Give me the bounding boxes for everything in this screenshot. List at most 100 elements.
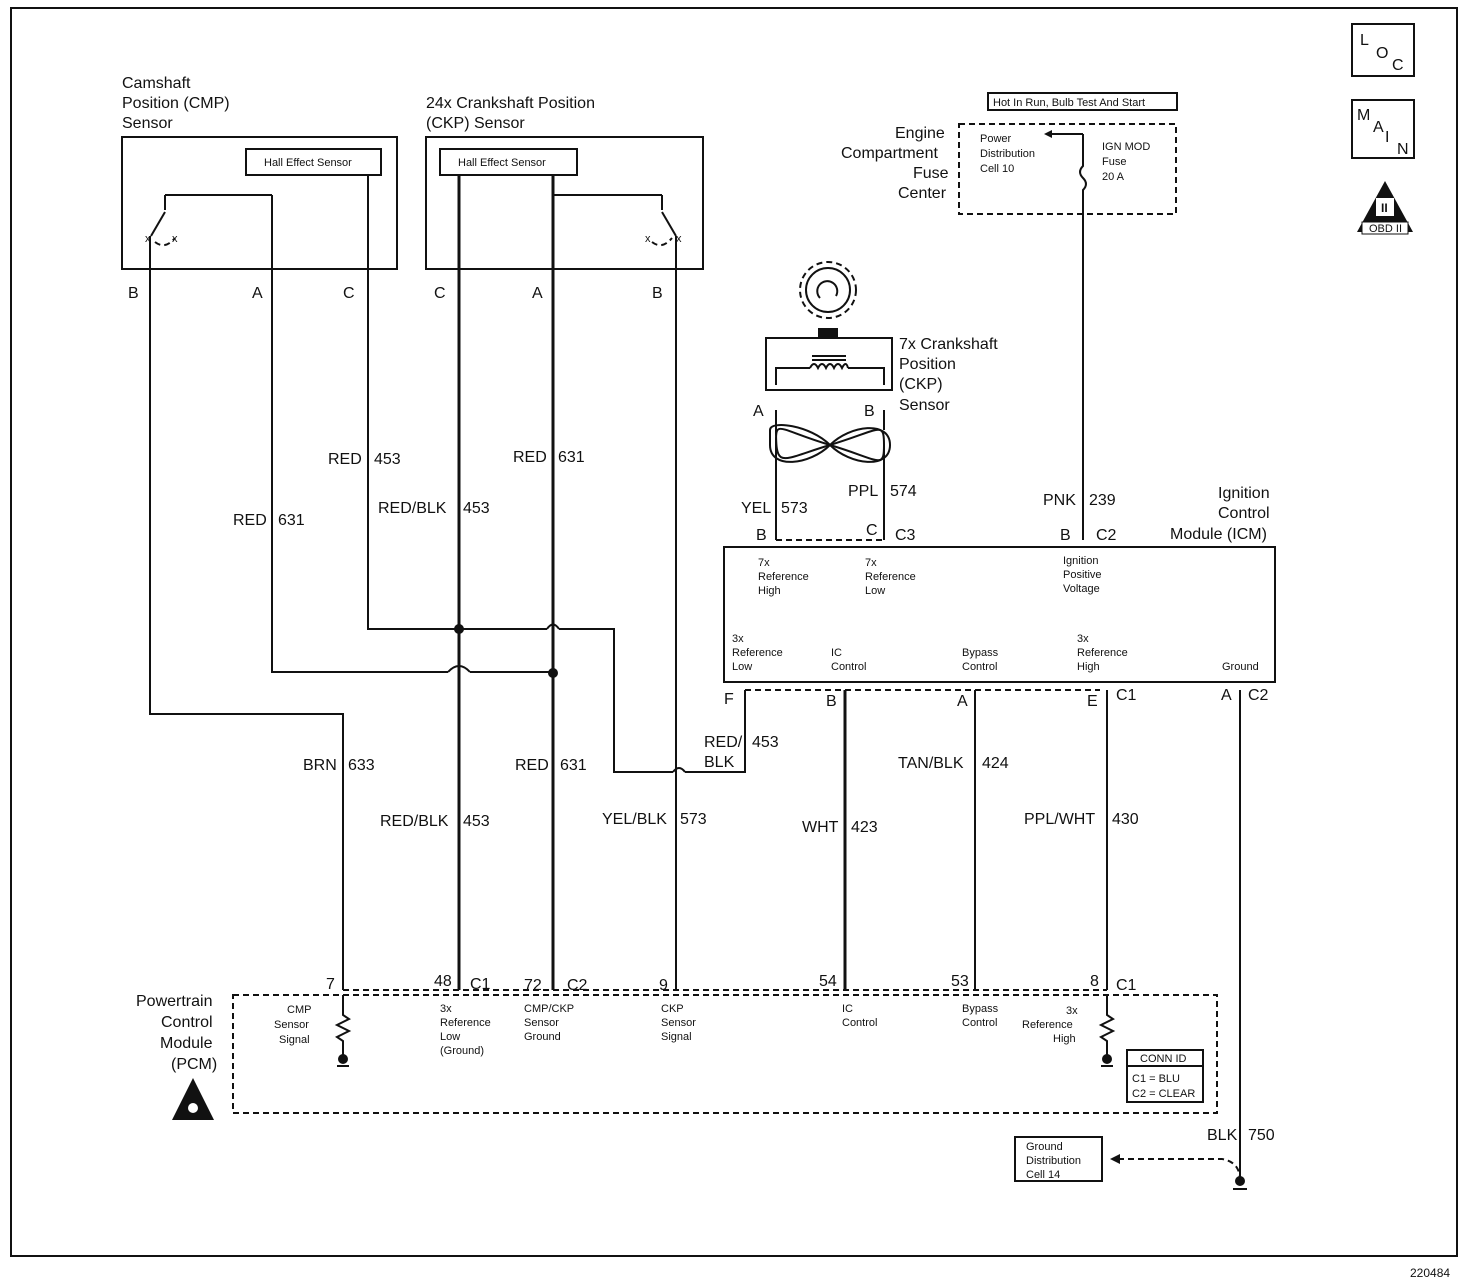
svg-text:B: B [756,527,767,544]
svg-text:Ignition: Ignition [1063,555,1098,567]
svg-text:Low: Low [440,1031,460,1043]
svg-text:(PCM): (PCM) [171,1056,217,1073]
svg-text:L: L [1360,32,1369,49]
obd-badge-icon: II OBD II [1357,181,1413,235]
svg-text:YEL: YEL [741,500,771,517]
svg-text:RED/: RED/ [704,734,743,751]
svg-text:430: 430 [1112,811,1139,828]
svg-text:(CKP): (CKP) [899,376,943,393]
svg-text:High: High [758,585,781,597]
svg-text:C: C [343,285,355,302]
svg-text:RED: RED [328,451,362,468]
svg-text:BLK: BLK [1207,1127,1238,1144]
svg-text:Ground: Ground [1026,1141,1063,1153]
svg-text:7: 7 [326,976,335,993]
svg-text:CMP/CKP: CMP/CKP [524,1003,574,1015]
svg-text:Position: Position [899,356,956,373]
svg-text:B: B [652,285,663,302]
svg-text:Bypass: Bypass [962,647,999,659]
svg-text:Positive: Positive [1063,569,1102,581]
svg-text:3x: 3x [1077,633,1089,645]
svg-text:Reference: Reference [758,571,809,583]
sensor-pins: B A C C A B [128,285,663,302]
svg-text:574: 574 [890,483,917,500]
svg-text:C3: C3 [895,527,916,544]
svg-text:7x: 7x [758,557,770,569]
svg-text:423: 423 [851,819,878,836]
svg-text:Low: Low [865,585,885,597]
svg-text:Distribution: Distribution [1026,1155,1081,1167]
svg-text:A: A [532,285,543,302]
svg-text:CKP: CKP [661,1003,684,1015]
svg-text:CMP: CMP [287,1004,311,1016]
svg-text:631: 631 [278,512,305,529]
svg-text:C: C [434,285,446,302]
svg-text:Sensor: Sensor [122,115,173,132]
svg-text:A: A [753,403,764,420]
svg-text:YEL/BLK: YEL/BLK [602,811,667,828]
svg-text:PNK: PNK [1043,492,1076,509]
icm-module: Ignition Control Module (ICM) B C C3 B C… [723,485,1276,710]
svg-text:3x: 3x [1066,1005,1078,1017]
sensor-wires [149,175,746,990]
svg-text:Fuse: Fuse [913,165,949,182]
svg-text:48: 48 [434,973,452,990]
svg-text:IC: IC [831,647,842,659]
svg-text:Power: Power [980,133,1012,145]
svg-text:E: E [1087,693,1098,710]
svg-text:Reference: Reference [1077,647,1128,659]
svg-text:C: C [1392,57,1404,74]
svg-text:Hall Effect Sensor: Hall Effect Sensor [458,157,546,169]
figure-id: 220484 [1410,1266,1450,1280]
svg-text:Bypass: Bypass [962,1003,999,1015]
svg-text:PPL/WHT: PPL/WHT [1024,811,1095,828]
svg-text:Control: Control [842,1017,877,1029]
svg-text:IGN MOD: IGN MOD [1102,141,1150,153]
svg-text:(Ground): (Ground) [440,1045,484,1057]
svg-text:A: A [957,693,968,710]
svg-text:Control: Control [962,661,997,673]
svg-text:Fuse: Fuse [1102,156,1126,168]
svg-text:53: 53 [951,973,969,990]
svg-text:573: 573 [781,500,808,517]
svg-text:Sensor: Sensor [899,397,950,414]
svg-text:453: 453 [463,813,490,830]
svg-text:M: M [1357,107,1370,124]
svg-text:C2: C2 [567,977,588,994]
loc-badge[interactable]: L O C [1351,23,1415,77]
svg-text:CONN ID: CONN ID [1140,1053,1187,1065]
svg-text:Reference: Reference [1022,1019,1073,1031]
svg-text:OBD II: OBD II [1369,223,1402,235]
svg-text:C2 = CLEAR: C2 = CLEAR [1132,1088,1195,1100]
svg-text:Ground: Ground [524,1031,561,1043]
svg-text:RED: RED [513,449,547,466]
svg-text:Hot In Run, Bulb Test And Star: Hot In Run, Bulb Test And Start [993,97,1145,109]
svg-text:C2: C2 [1096,527,1117,544]
svg-text:C1: C1 [1116,687,1137,704]
svg-text:Control: Control [1218,505,1270,522]
svg-text:Sensor: Sensor [274,1019,309,1031]
svg-text:Compartment: Compartment [841,145,938,162]
svg-text:Center: Center [898,185,947,202]
svg-text:633: 633 [348,757,375,774]
svg-text:8: 8 [1090,973,1099,990]
svg-text:(CKP) Sensor: (CKP) Sensor [426,115,525,132]
svg-text:High: High [1077,661,1100,673]
svg-text:A: A [1373,119,1384,136]
svg-text:24x Crankshaft Position: 24x Crankshaft Position [426,95,595,112]
svg-text:Signal: Signal [661,1031,692,1043]
svg-text:Distribution: Distribution [980,148,1035,160]
pcm-module: Powertrain Control Module (PCM) 7 48 C1 … [136,973,1218,1120]
svg-text:Cell 14: Cell 14 [1026,1169,1060,1181]
ckp7-sensor: 7x Crankshaft Position (CKP) Sensor A B … [741,261,998,540]
svg-text:Camshaft: Camshaft [122,75,191,92]
svg-text:C: C [866,522,878,539]
svg-text:9: 9 [659,977,668,994]
svg-text:631: 631 [560,757,587,774]
svg-text:High: High [1053,1033,1076,1045]
svg-text:Position (CMP): Position (CMP) [122,95,230,112]
svg-text:C2: C2 [1248,687,1269,704]
main-badge[interactable]: M A I N [1351,99,1415,159]
diagram-frame [10,7,1458,1257]
